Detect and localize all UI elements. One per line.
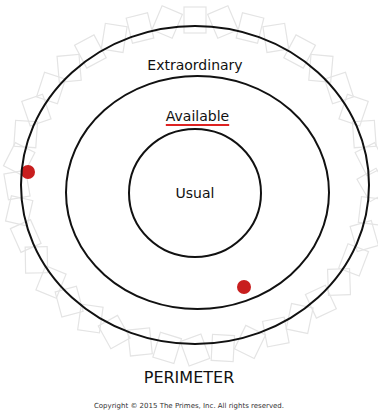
paper-scrap <box>325 72 354 104</box>
outer-ring: ExtraordinaryAvailableUsual <box>20 25 370 345</box>
paper-scrap <box>180 334 210 366</box>
paper-scrap <box>211 334 234 361</box>
paper-scrap <box>234 325 265 358</box>
middle-ring: AvailableUsual <box>65 75 330 310</box>
paper-scrap <box>153 332 182 363</box>
paper-scrap <box>305 285 336 318</box>
red-dot <box>21 165 35 179</box>
paper-scrap <box>152 6 182 39</box>
copyright-note: Copyright © 2015 The Primes, Inc. All ri… <box>94 402 284 410</box>
paper-scrap <box>126 13 154 44</box>
paper-scrap <box>37 72 66 104</box>
paper-scrap <box>36 266 66 298</box>
paper-scrap <box>236 13 264 44</box>
ring-label: Available <box>164 108 231 125</box>
inner-circle: Usual <box>128 128 262 258</box>
perimeter-label: PERIMETER <box>144 368 235 387</box>
red-dot <box>237 280 251 294</box>
ring-label: Usual <box>174 185 217 202</box>
paper-scrap <box>184 7 206 33</box>
paper-scrap <box>208 6 238 39</box>
ring-label: Extraordinary <box>145 57 244 74</box>
paper-scrap <box>6 196 33 226</box>
